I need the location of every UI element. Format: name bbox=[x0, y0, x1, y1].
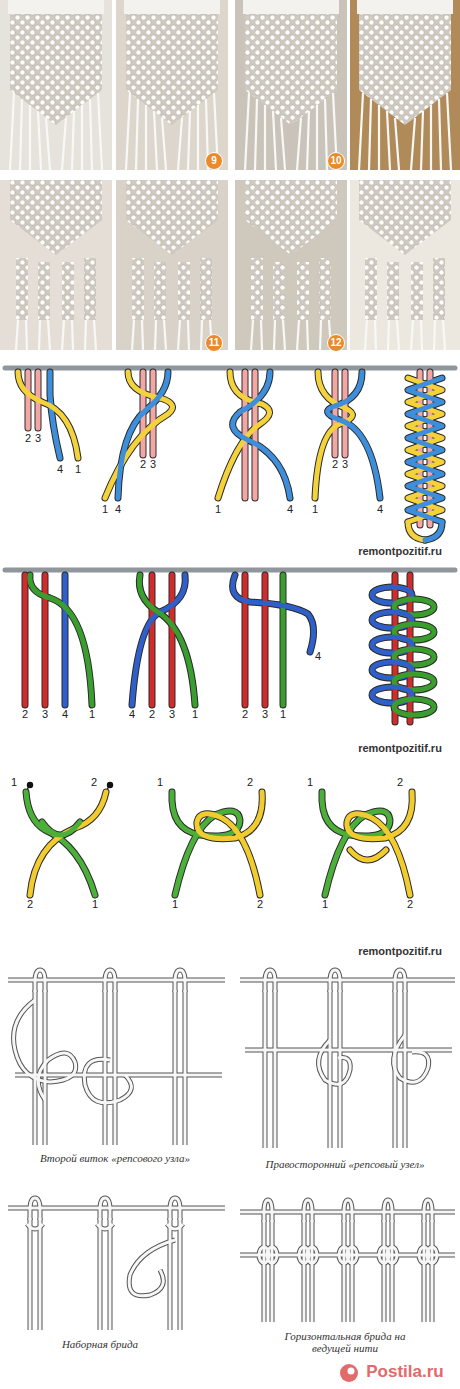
cord-number: 3 bbox=[262, 708, 268, 720]
watermark: remontpozitif.ru bbox=[358, 742, 442, 754]
cord-number: 1 bbox=[307, 776, 313, 788]
cord-number: 1 bbox=[312, 503, 318, 515]
cord-number: 2 bbox=[140, 458, 146, 470]
cord-number: 1 bbox=[192, 708, 198, 720]
cord-number: 4 bbox=[115, 503, 121, 515]
square-knot-steps bbox=[5, 368, 455, 540]
watermark: remontpozitif.ru bbox=[358, 545, 442, 557]
figure-caption: Второй виток «репсового узла» bbox=[35, 1152, 195, 1164]
cord-number: 2 bbox=[25, 432, 31, 444]
step-badge: 9 bbox=[205, 152, 223, 170]
figure-caption: Горизонтальная брида на ведущей нити bbox=[265, 1330, 425, 1354]
cord-number: 2 bbox=[332, 458, 338, 470]
cord-number: 4 bbox=[129, 708, 135, 720]
cord-number: 1 bbox=[322, 898, 328, 910]
watermark: Postila.ru bbox=[366, 1362, 443, 1382]
rep-knot-drawings bbox=[8, 970, 455, 1330]
cord-number: 1 bbox=[157, 776, 163, 788]
cord-number: 3 bbox=[169, 708, 175, 720]
step-number: 9 bbox=[211, 156, 217, 166]
postila-logo bbox=[340, 1364, 358, 1382]
cord-number: 2 bbox=[257, 898, 263, 910]
cord-number: 4 bbox=[57, 463, 63, 475]
cord-number: 3 bbox=[42, 708, 48, 720]
step-number: 12 bbox=[330, 338, 341, 348]
step-badge: 12 bbox=[327, 334, 345, 352]
cord-number: 1 bbox=[89, 708, 95, 720]
cord-number: 1 bbox=[102, 503, 108, 515]
cord-number: 2 bbox=[91, 776, 97, 788]
photo-tiles bbox=[0, 0, 460, 350]
figure-caption: Наборная брида bbox=[20, 1338, 180, 1350]
figure-caption: Правосторонний «репсовый узел» bbox=[265, 1158, 425, 1170]
cord-number: 1 bbox=[215, 503, 221, 515]
cord-number: 3 bbox=[35, 432, 41, 444]
cord-number: 1 bbox=[280, 708, 286, 720]
cord-number: 1 bbox=[11, 776, 17, 788]
cord-number: 2 bbox=[22, 708, 28, 720]
cord-number: 2 bbox=[149, 708, 155, 720]
cord-number: 3 bbox=[150, 458, 156, 470]
cord-number: 1 bbox=[172, 898, 178, 910]
cord-number: 2 bbox=[27, 898, 33, 910]
cord-number: 4 bbox=[315, 650, 321, 662]
step-number: 11 bbox=[209, 338, 220, 348]
cord-number: 2 bbox=[407, 898, 413, 910]
watermark: remontpozitif.ru bbox=[358, 945, 442, 957]
cord-number: 2 bbox=[242, 708, 248, 720]
cord-number: 4 bbox=[287, 503, 293, 515]
cord-number: 4 bbox=[377, 503, 383, 515]
chain-knot-steps bbox=[5, 570, 455, 722]
cord-number: 3 bbox=[342, 458, 348, 470]
step-number: 10 bbox=[330, 156, 341, 166]
cord-number: 2 bbox=[397, 776, 403, 788]
cord-number: 4 bbox=[62, 708, 68, 720]
step-badge: 10 bbox=[327, 152, 345, 170]
cord-number: 2 bbox=[247, 776, 253, 788]
josephine-knot-steps bbox=[26, 782, 412, 895]
step-badge: 11 bbox=[205, 334, 223, 352]
cord-number: 1 bbox=[75, 463, 81, 475]
cord-number: 1 bbox=[92, 898, 98, 910]
